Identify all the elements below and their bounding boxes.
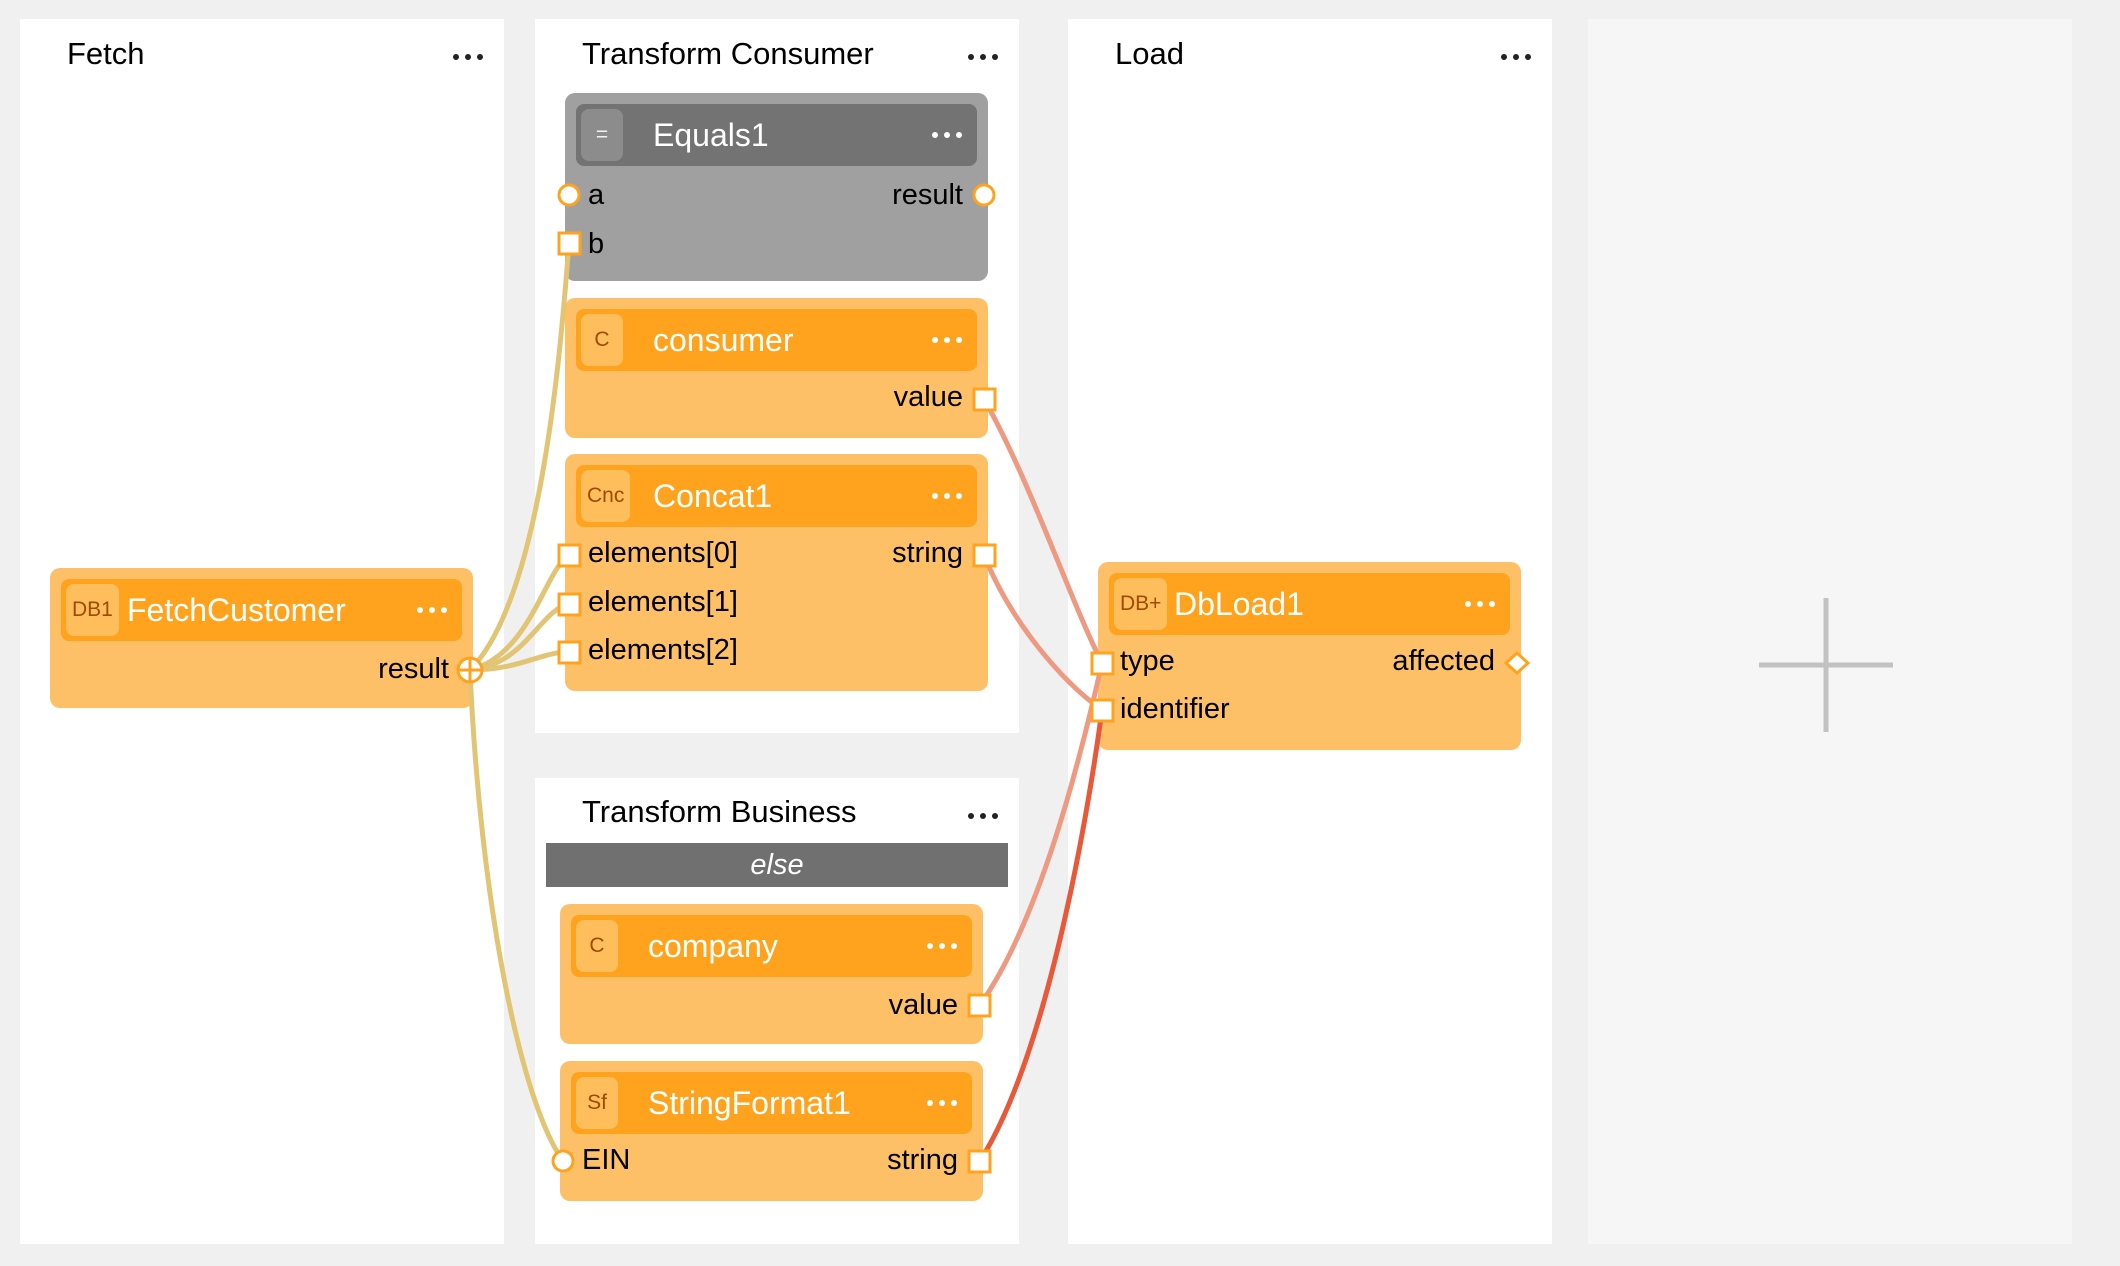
port-out-dbload1-affected[interactable] bbox=[1503, 650, 1531, 676]
node-header[interactable]: = Equals1 bbox=[576, 104, 977, 166]
column-menu-load-icon[interactable] bbox=[1501, 54, 1531, 60]
node-badge: C bbox=[576, 920, 618, 972]
node-menu-icon[interactable] bbox=[417, 607, 447, 613]
port-out-stringformat1-string[interactable] bbox=[967, 1149, 992, 1174]
port-out-equals1-result[interactable] bbox=[972, 183, 996, 207]
column-menu-fetch-icon[interactable] bbox=[453, 54, 483, 60]
port-label-affected: affected bbox=[1392, 645, 1495, 677]
wire-consumer-value-to-dbload-type[interactable] bbox=[981, 396, 1105, 666]
node-badge: DB+ bbox=[1114, 578, 1168, 630]
port-label-string: string bbox=[887, 1144, 958, 1176]
wire-fetch-result-to-equals-b[interactable] bbox=[467, 240, 572, 673]
node-menu-icon[interactable] bbox=[1465, 601, 1495, 607]
node-header[interactable]: DB+ DbLoad1 bbox=[1109, 573, 1510, 635]
node-badge: DB1 bbox=[66, 584, 119, 636]
node-company[interactable]: C company value bbox=[560, 904, 983, 1044]
node-title: company bbox=[648, 928, 778, 964]
column-title-transform-business: Transform Business bbox=[582, 794, 857, 829]
node-string-format1[interactable]: Sf StringFormat1 EIN string bbox=[560, 1061, 983, 1201]
column-add-placeholder[interactable] bbox=[1588, 19, 2072, 1244]
node-menu-icon[interactable] bbox=[932, 132, 962, 138]
node-menu-icon[interactable] bbox=[927, 1100, 957, 1106]
port-label-elements-0: elements[0] bbox=[588, 537, 738, 569]
port-label-string: string bbox=[892, 537, 963, 569]
node-title: consumer bbox=[653, 322, 794, 358]
node-header[interactable]: C consumer bbox=[576, 309, 977, 371]
wire-fetch-result-to-stringformat-ein[interactable] bbox=[467, 667, 566, 1164]
port-label-b: b bbox=[588, 228, 605, 260]
port-label-elements-2: elements[2] bbox=[588, 634, 738, 666]
node-dbload1[interactable]: DB+ DbLoad1 type affected identifier bbox=[1098, 562, 1521, 750]
port-label-ein: EIN bbox=[582, 1144, 631, 1176]
else-branch-label: else bbox=[546, 843, 1008, 887]
node-header[interactable]: DB1 FetchCustomer bbox=[61, 579, 462, 641]
node-menu-icon[interactable] bbox=[932, 337, 962, 343]
column-title-transform-consumer: Transform Consumer bbox=[582, 36, 874, 71]
port-label-value: value bbox=[888, 989, 958, 1021]
node-menu-icon[interactable] bbox=[927, 943, 957, 949]
port-in-equals1-b[interactable] bbox=[557, 231, 582, 256]
port-in-concat1-elements-1[interactable] bbox=[557, 592, 582, 617]
node-fetch-customer[interactable]: DB1 FetchCustomer result bbox=[50, 568, 473, 708]
wire-concat-string-to-dbload-identifier[interactable] bbox=[981, 552, 1105, 713]
port-label-result: result bbox=[892, 179, 963, 211]
port-label-a: a bbox=[588, 179, 605, 211]
port-out-concat1-string[interactable] bbox=[972, 543, 997, 568]
node-badge: C bbox=[581, 314, 623, 366]
node-title: StringFormat1 bbox=[648, 1085, 851, 1121]
port-label-elements-1: elements[1] bbox=[588, 586, 738, 618]
add-column-plus-icon[interactable] bbox=[1759, 598, 1893, 732]
port-in-stringformat1-ein[interactable] bbox=[551, 1149, 575, 1173]
node-header[interactable]: Sf StringFormat1 bbox=[571, 1072, 972, 1134]
node-header[interactable]: Cnc Concat1 bbox=[576, 465, 977, 527]
node-title: FetchCustomer bbox=[127, 592, 346, 628]
port-in-equals1-a[interactable] bbox=[557, 183, 581, 207]
port-label-identifier: identifier bbox=[1120, 693, 1230, 725]
port-in-dbload1-type[interactable] bbox=[1090, 651, 1115, 676]
port-label-type: type bbox=[1120, 645, 1175, 677]
column-menu-transform-business-icon[interactable] bbox=[968, 813, 998, 819]
node-title: Concat1 bbox=[653, 478, 773, 514]
node-badge: Sf bbox=[576, 1077, 618, 1129]
port-in-concat1-elements-2[interactable] bbox=[557, 640, 582, 665]
wire-stringformat-string-to-dbload-identifier[interactable] bbox=[977, 707, 1105, 1164]
node-title: Equals1 bbox=[653, 117, 769, 153]
node-menu-icon[interactable] bbox=[932, 493, 962, 499]
node-header[interactable]: C company bbox=[571, 915, 972, 977]
node-concat1[interactable]: Cnc Concat1 elements[0] string elements[… bbox=[565, 454, 988, 691]
node-badge: = bbox=[581, 109, 623, 161]
port-in-dbload1-identifier[interactable] bbox=[1090, 698, 1115, 723]
port-out-consumer-value[interactable] bbox=[972, 387, 997, 412]
column-title-fetch: Fetch bbox=[67, 36, 145, 71]
port-label-value: value bbox=[893, 381, 963, 413]
node-title: DbLoad1 bbox=[1174, 586, 1304, 622]
node-badge: Cnc bbox=[581, 470, 631, 522]
port-out-company-value[interactable] bbox=[967, 993, 992, 1018]
port-in-concat1-elements-0[interactable] bbox=[557, 543, 582, 568]
port-label-result: result bbox=[378, 653, 449, 685]
node-equals1[interactable]: = Equals1 a result b bbox=[565, 93, 988, 281]
column-title-load: Load bbox=[1115, 36, 1184, 71]
column-menu-transform-consumer-icon[interactable] bbox=[968, 54, 998, 60]
node-consumer[interactable]: C consumer value bbox=[565, 298, 988, 438]
port-out-fetchcustomer-result[interactable] bbox=[456, 656, 484, 684]
